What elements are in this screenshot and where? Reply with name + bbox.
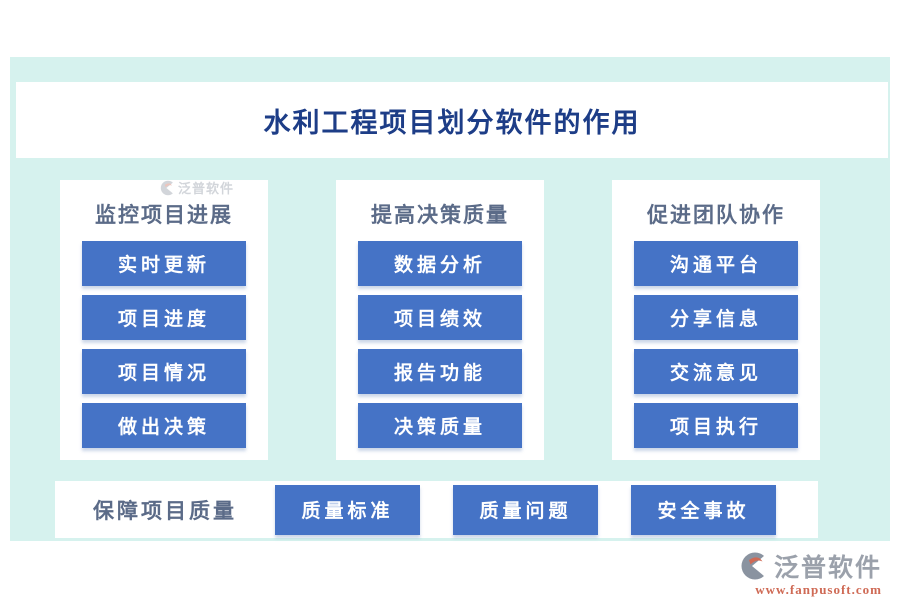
button-safety-incident[interactable]: 安全事故 bbox=[631, 484, 776, 535]
button-project-status[interactable]: 项目情况 bbox=[82, 349, 246, 394]
button-decision-quality[interactable]: 决策质量 bbox=[358, 403, 522, 448]
brand-name: 泛普软件 bbox=[773, 555, 882, 582]
title-bar: 水利工程项目划分软件的作用 bbox=[16, 82, 888, 158]
fanpu-logo-icon bbox=[160, 179, 176, 196]
button-report-function[interactable]: 报告功能 bbox=[358, 349, 522, 394]
fanpu-logo-icon bbox=[741, 551, 770, 581]
button-project-execution[interactable]: 项目执行 bbox=[634, 403, 798, 448]
bottom-bar-label: 保障项目质量 bbox=[93, 498, 237, 523]
button-data-analysis[interactable]: 数据分析 bbox=[358, 241, 522, 286]
page-title: 水利工程项目划分软件的作用 bbox=[263, 107, 641, 138]
card-decision-quality: 提高决策质量 数据分析 项目绩效 报告功能 决策质量 bbox=[336, 180, 544, 460]
card-header-decision-quality: 提高决策质量 bbox=[371, 203, 509, 227]
button-project-progress[interactable]: 项目进度 bbox=[82, 295, 246, 340]
button-project-performance[interactable]: 项目绩效 bbox=[358, 295, 522, 340]
watermark-text: 泛普软件 bbox=[178, 181, 235, 196]
watermark: 泛普软件 bbox=[160, 178, 234, 197]
card-monitor-progress: 泛普软件 监控项目进展 实时更新 项目进度 项目情况 做出决策 bbox=[60, 178, 268, 460]
button-exchange-opinions[interactable]: 交流意见 bbox=[634, 349, 798, 394]
button-quality-issue[interactable]: 质量问题 bbox=[453, 484, 598, 535]
button-quality-standard[interactable]: 质量标准 bbox=[275, 484, 420, 535]
card-team-collaboration: 促进团队协作 沟通平台 分享信息 交流意见 项目执行 bbox=[612, 180, 820, 460]
button-share-information[interactable]: 分享信息 bbox=[634, 295, 798, 340]
button-realtime-update[interactable]: 实时更新 bbox=[82, 241, 246, 286]
button-communication-platform[interactable]: 沟通平台 bbox=[634, 241, 798, 286]
brand-url[interactable]: www.fanpusoft.com bbox=[755, 582, 882, 597]
bottom-bar-quality-assurance: 保障项目质量 质量标准 质量问题 安全事故 bbox=[55, 481, 818, 538]
button-make-decision[interactable]: 做出决策 bbox=[82, 403, 246, 448]
card-header-monitor-progress: 监控项目进展 bbox=[95, 203, 233, 227]
brand-footer: 泛普软件 www.fanpusoft.com bbox=[740, 548, 882, 598]
card-header-team-collaboration: 促进团队协作 bbox=[647, 203, 785, 227]
